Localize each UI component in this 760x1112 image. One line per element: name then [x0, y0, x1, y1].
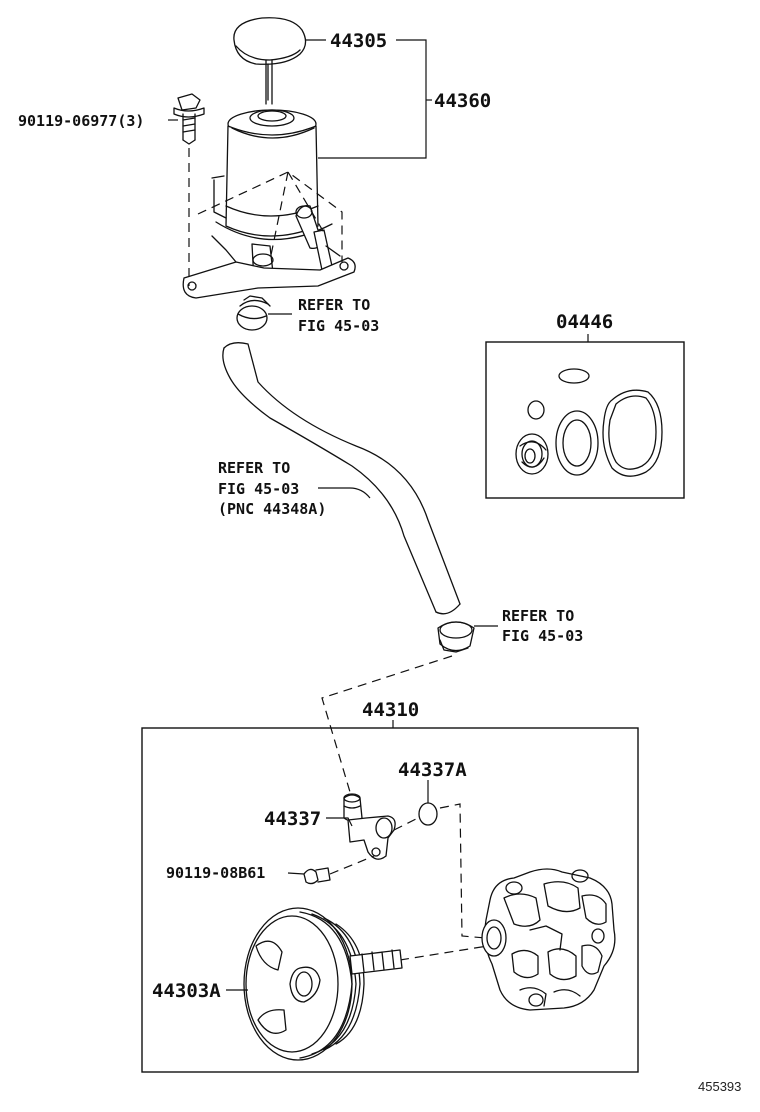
hose-clamp-bottom-drawing[interactable]	[437, 621, 475, 653]
gasket-kit-parts-drawing[interactable]	[515, 368, 663, 477]
refer-bottom-line2: FIG 45-03	[502, 627, 583, 645]
refer-hose-line3: (PNC 44348A)	[218, 500, 326, 518]
label-04446: 04446	[556, 311, 613, 333]
gasket-kit-box	[485, 341, 685, 499]
clamp-to-union-line	[321, 655, 453, 793]
hose-clamp-top-drawing[interactable]	[236, 295, 271, 331]
union-fitting-drawing[interactable]	[343, 793, 396, 860]
mount-line-right	[287, 171, 327, 237]
refer-hose-line2: FIG 45-03	[218, 480, 299, 498]
oring-drawing[interactable]	[418, 802, 438, 826]
label-44360: 44360	[434, 90, 491, 112]
figure-id: 455393	[698, 1079, 741, 1094]
label-44337: 44337	[264, 808, 321, 830]
label-44305: 44305	[330, 30, 387, 52]
label-90119-06977: 90119-06977(3)	[18, 112, 144, 130]
return-hose-drawing[interactable]	[222, 342, 461, 615]
reservoir-cap-drawing[interactable]	[233, 17, 307, 105]
mount-line-fan	[197, 171, 343, 262]
assy-bracket	[318, 39, 427, 159]
refer-top-line2: FIG 45-03	[298, 317, 379, 335]
refer-top-line1: REFER TO	[298, 296, 370, 314]
hose-leader	[318, 487, 371, 499]
refer-bottom-line1: REFER TO	[502, 607, 574, 625]
bolt-top-drawing[interactable]	[173, 93, 205, 145]
label-44337A: 44337A	[398, 759, 467, 781]
pump-body-drawing[interactable]	[481, 868, 616, 1011]
union-bolt-drawing[interactable]	[303, 867, 331, 885]
oring-to-union-line	[393, 817, 419, 831]
label-44303A: 44303A	[152, 980, 221, 1002]
pulley-drawing[interactable]	[243, 907, 403, 1061]
label-44310: 44310	[362, 699, 419, 721]
union-bolt-leader	[287, 872, 305, 875]
label-90119-08B61: 90119-08B61	[166, 864, 265, 882]
union-leader	[326, 817, 353, 827]
refer-hose-line1: REFER TO	[218, 459, 290, 477]
pulley-to-pump-line	[399, 943, 501, 961]
oring-to-pump-line	[439, 803, 487, 939]
pump-assembly-box	[141, 727, 639, 1073]
bolt-to-union-line	[329, 855, 375, 875]
reservoir-tank-drawing[interactable]	[182, 109, 356, 299]
